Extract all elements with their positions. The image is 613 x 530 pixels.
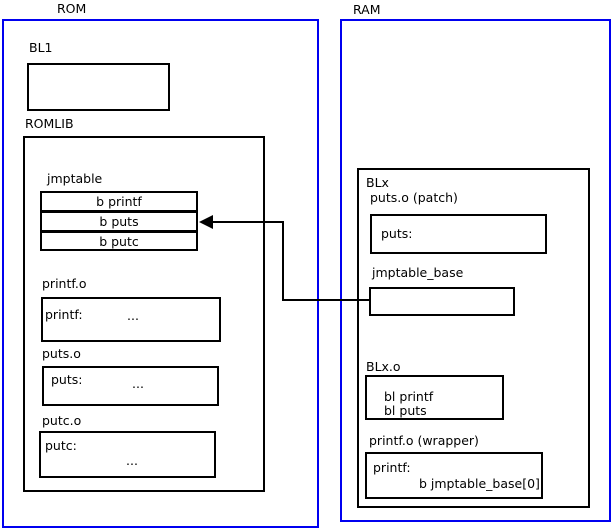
jmptable-label: jmptable xyxy=(47,171,103,186)
bl1-box xyxy=(27,63,170,111)
jmptable-row-b-putc: b putc xyxy=(40,231,198,251)
arrow-vertical-segment xyxy=(282,221,284,301)
rom-region-frame xyxy=(2,19,319,528)
putc-o-box: putc: ... xyxy=(39,431,216,478)
arrowhead-left-icon xyxy=(199,215,213,229)
blx-o-line-bl-puts: bl puts xyxy=(384,403,427,418)
blx-label: BLx xyxy=(366,175,389,190)
puts-patch-symbol: puts: xyxy=(381,226,413,241)
puts-o-box: puts: ... xyxy=(42,366,219,406)
arrow-upper-horizontal-segment xyxy=(206,221,284,223)
printf-symbol: printf: xyxy=(45,307,83,322)
blx-o-box: bl printf bl puts xyxy=(365,375,504,420)
putc-symbol: putc: xyxy=(45,438,77,453)
putc-body-ellipsis: ... xyxy=(126,453,138,468)
ram-title: RAM xyxy=(353,2,381,17)
puts-patch-box: puts: xyxy=(370,214,547,254)
arrow-lower-horizontal-segment xyxy=(282,299,369,301)
putc-o-label: putc.o xyxy=(42,413,82,428)
blx-o-label: BLx.o xyxy=(366,359,401,374)
printf-body-ellipsis: ... xyxy=(127,308,139,323)
bl1-label: BL1 xyxy=(29,40,53,55)
puts-o-label: puts.o xyxy=(42,346,81,361)
rom-title: ROM xyxy=(57,1,87,16)
printf-o-box: printf: ... xyxy=(41,297,221,342)
puts-body-ellipsis: ... xyxy=(132,376,144,391)
jmptable-base-label: jmptable_base xyxy=(372,265,464,280)
ram-region-frame xyxy=(340,19,611,522)
jmptable-row-b-printf: b printf xyxy=(40,191,198,212)
printf-wrapper-symbol: printf: xyxy=(373,460,411,475)
puts-patch-label: puts.o (patch) xyxy=(370,190,458,205)
printf-wrapper-instruction: b jmptable_base[0] xyxy=(419,476,540,491)
romlib-label: ROMLIB xyxy=(25,116,74,131)
puts-symbol: puts: xyxy=(51,372,83,387)
jmptable-base-box xyxy=(369,287,515,316)
printf-o-label: printf.o xyxy=(42,276,87,291)
printf-wrapper-box: printf: b jmptable_base[0] xyxy=(365,452,543,499)
printf-wrapper-label: printf.o (wrapper) xyxy=(369,433,479,448)
jmptable-row-b-puts: b puts xyxy=(40,211,198,232)
blx-o-line-bl-printf: bl printf xyxy=(384,389,434,404)
